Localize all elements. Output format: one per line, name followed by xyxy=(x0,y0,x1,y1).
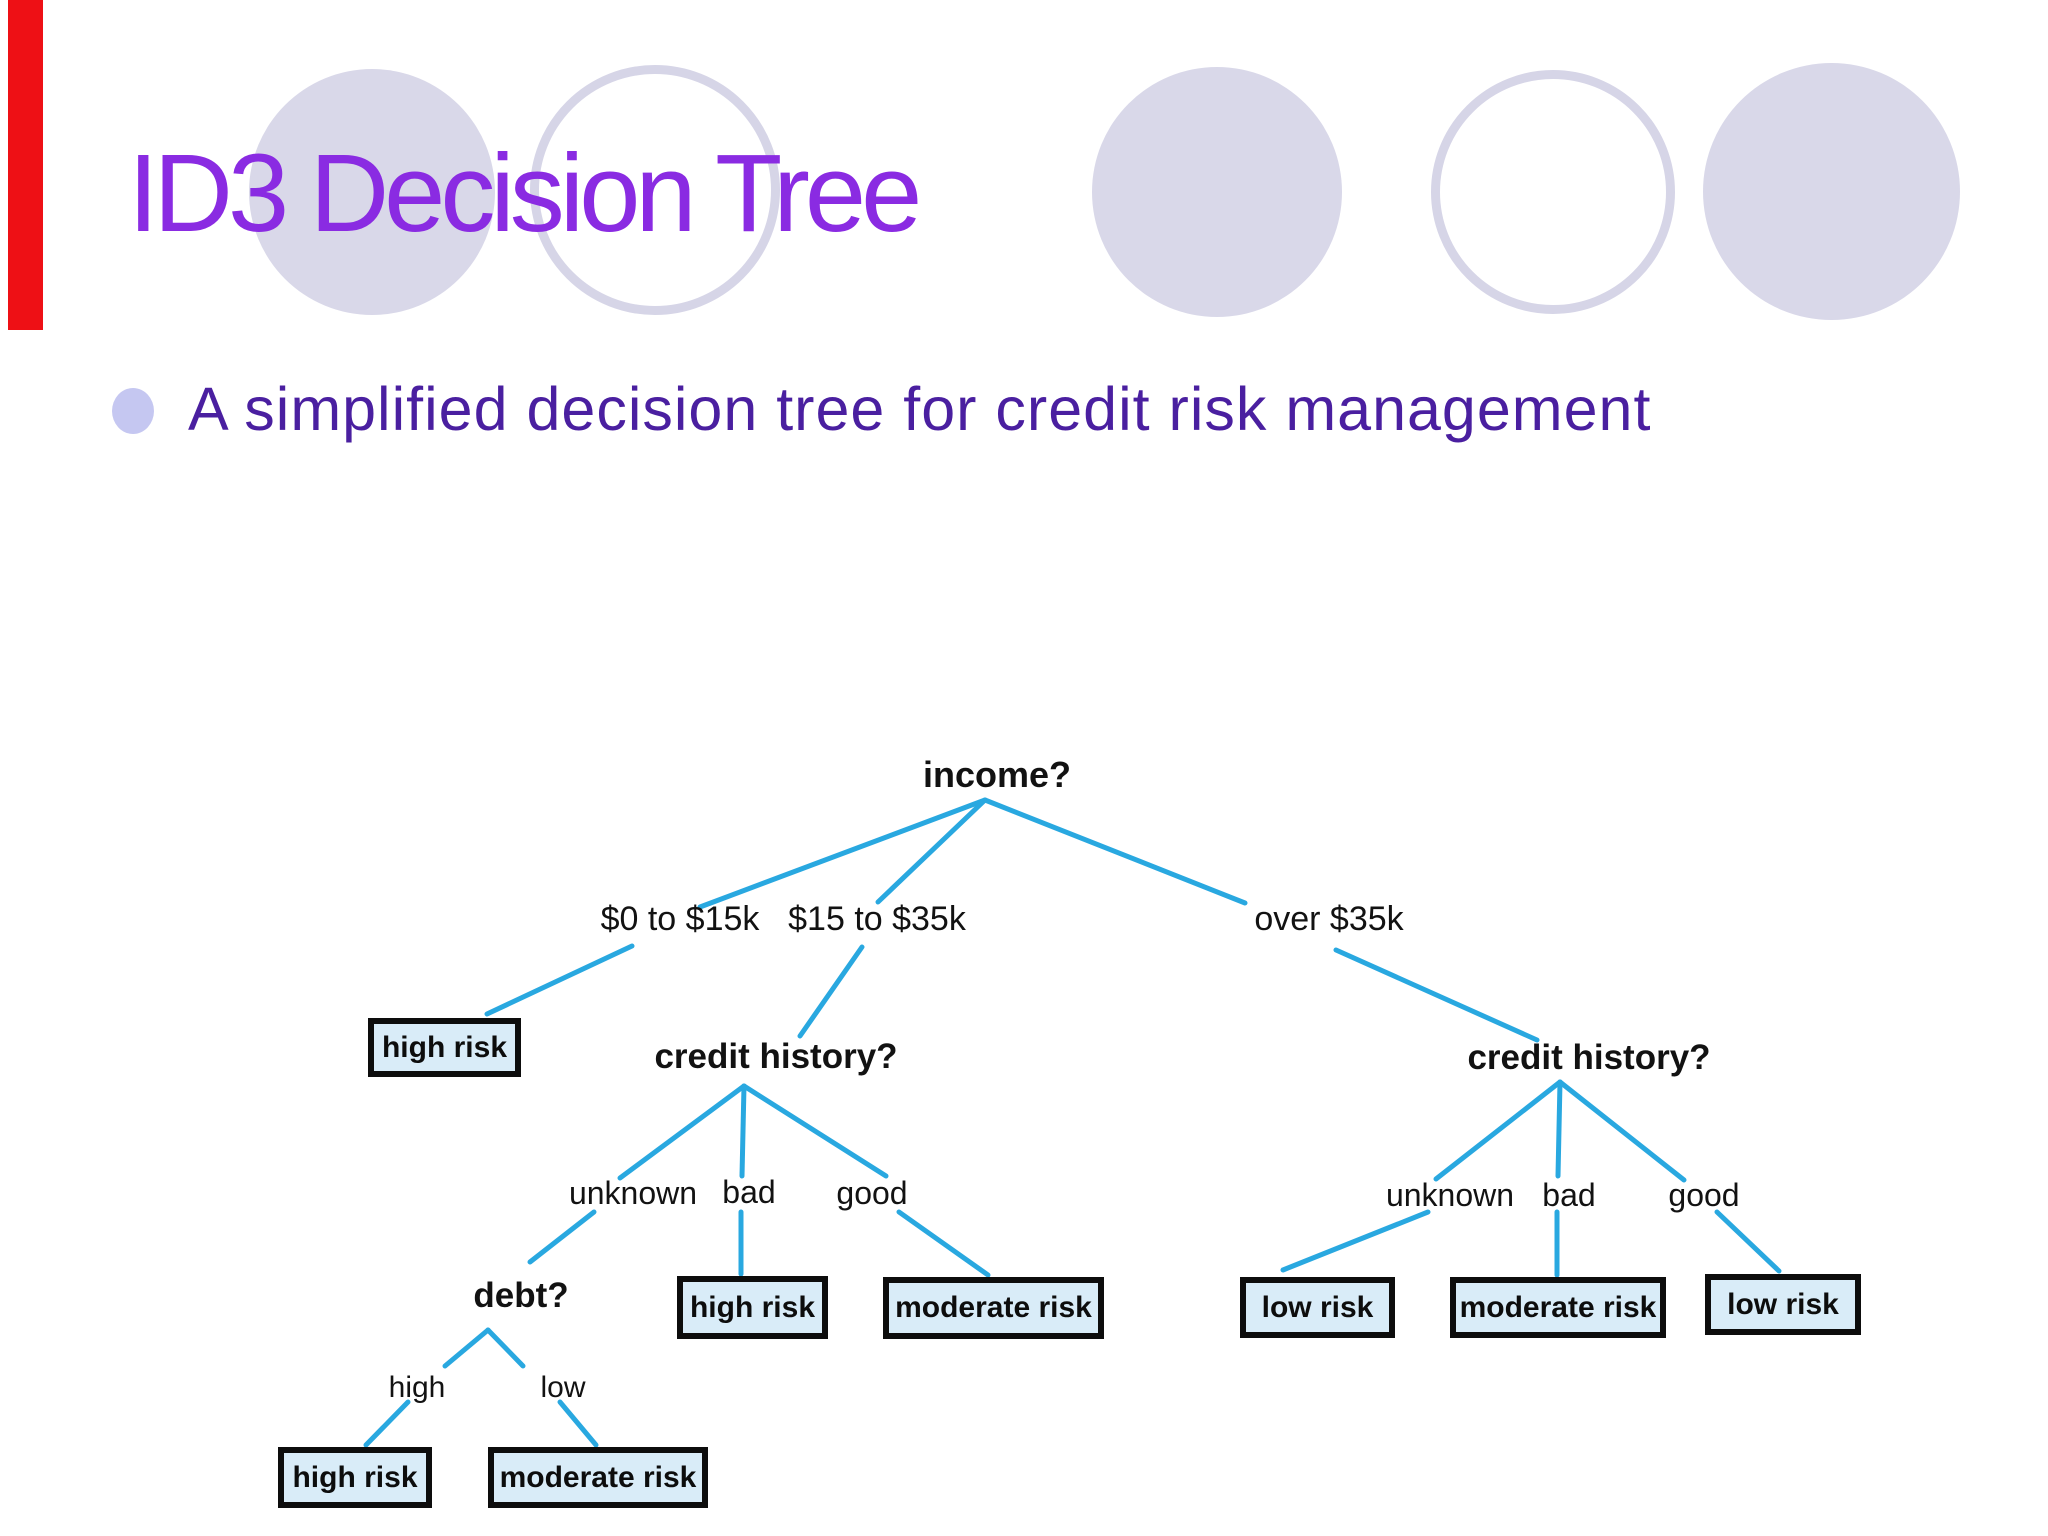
edge-line xyxy=(1280,1209,1431,1273)
node-credit-history-left: credit history? xyxy=(654,1037,898,1076)
red-accent-bar xyxy=(8,0,43,330)
edge-line xyxy=(557,1399,599,1448)
edge-label-bad-right: bad xyxy=(1542,1176,1596,1213)
edge-line xyxy=(617,1083,747,1181)
edge-line xyxy=(485,1327,526,1369)
leaf-box-moderate-risk-1: moderate risk xyxy=(883,1277,1104,1339)
leaf-box-high-risk-3: high risk xyxy=(278,1447,432,1508)
deco-circle-4 xyxy=(1431,70,1675,314)
deco-circle-3 xyxy=(1092,67,1342,317)
edge-line xyxy=(797,944,865,1039)
edge-label-low: low xyxy=(540,1371,586,1404)
leaf-box-moderate-risk-3: moderate risk xyxy=(1450,1277,1666,1338)
node-debt: debt? xyxy=(473,1276,569,1315)
edge-label-15-35k: $15 to $35k xyxy=(788,899,966,938)
edge-line xyxy=(1333,947,1540,1043)
edge-lines xyxy=(363,797,1782,1448)
edge-line xyxy=(741,1083,889,1179)
edge-line xyxy=(442,1327,491,1369)
node-income: income? xyxy=(922,754,1072,795)
edge-line xyxy=(527,1209,597,1265)
edge-line xyxy=(739,1083,747,1179)
edge-line xyxy=(1555,1079,1563,1179)
leaf-box-high-risk-1: high risk xyxy=(368,1018,521,1077)
edge-line xyxy=(1557,1079,1687,1183)
edge-label-over-35k: over $35k xyxy=(1254,899,1404,938)
edge-label-bad-left: bad xyxy=(722,1173,776,1210)
edge-label-high: high xyxy=(388,1371,446,1404)
edge-line xyxy=(982,797,1248,906)
edge-label-0-15k: $0 to $15k xyxy=(600,899,760,938)
edge-label-unknown-left: unknown xyxy=(568,1174,698,1211)
leaf-box-low-risk-1: low risk xyxy=(1240,1277,1395,1338)
slide-title: ID3 Decision Tree xyxy=(128,132,922,255)
leaf-box-high-risk-2: high risk xyxy=(677,1276,828,1339)
edge-line xyxy=(896,1209,991,1278)
leaf-box-low-risk-2: low risk xyxy=(1705,1274,1861,1335)
edge-label-good-left: good xyxy=(836,1174,908,1211)
deco-circle-1 xyxy=(249,69,495,315)
deco-circle-2 xyxy=(530,65,780,315)
node-credit-history-right: credit history? xyxy=(1467,1038,1711,1077)
edge-line xyxy=(363,1399,411,1448)
edge-line xyxy=(1433,1079,1563,1182)
bullet-icon xyxy=(112,388,154,434)
edge-line xyxy=(875,797,988,905)
deco-circle-5 xyxy=(1703,63,1960,320)
edge-line xyxy=(697,797,988,910)
edge-label-good-right: good xyxy=(1668,1176,1740,1213)
edge-line xyxy=(1714,1209,1782,1274)
edge-label-unknown-right: unknown xyxy=(1385,1176,1515,1213)
bullet-text: A simplified decision tree for credit ri… xyxy=(188,375,1652,443)
edge-line xyxy=(484,943,635,1017)
leaf-box-moderate-risk-2: moderate risk xyxy=(488,1447,708,1508)
